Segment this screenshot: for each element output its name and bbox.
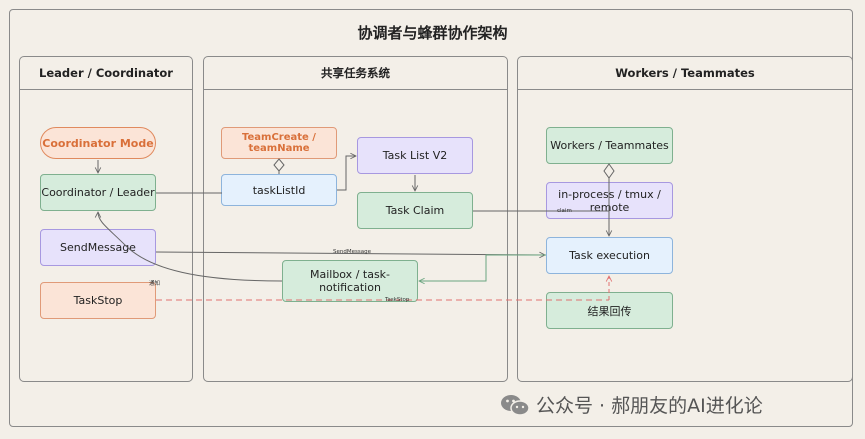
lane-shared-title: 共享任务系统 (204, 57, 507, 90)
lane-workers: Workers / Teammates (517, 56, 853, 382)
diagram-title: 协调者与蜂群协作架构 (357, 24, 508, 42)
node-task-list-v2[interactable]: Task List V2 (357, 137, 473, 174)
node-team-create[interactable]: TeamCreate / teamName (221, 127, 337, 159)
node-workers-teammates[interactable]: Workers / Teammates (546, 127, 673, 164)
lane-leader-title: Leader / Coordinator (20, 57, 192, 90)
node-coordinator-leader[interactable]: Coordinator / Leader (40, 174, 156, 211)
node-send-message[interactable]: SendMessage (40, 229, 156, 266)
edge-label-claim: claim (557, 208, 572, 214)
node-task-claim[interactable]: Task Claim (357, 192, 473, 229)
node-mailbox[interactable]: Mailbox / task-notification (282, 260, 418, 302)
edge-label-notify: 通知 (149, 281, 161, 287)
node-task-list-id[interactable]: taskListId (221, 174, 337, 206)
node-task-stop[interactable]: TaskStop (40, 282, 156, 319)
wechat-icon (501, 394, 530, 416)
edge-label-sendmessage: SendMessage (333, 249, 371, 255)
node-result-return[interactable]: 结果回传 (546, 292, 673, 329)
watermark-text: 公众号 · 郝朋友的AI进化论 (536, 395, 763, 417)
lane-workers-title: Workers / Teammates (518, 57, 852, 90)
node-task-execution[interactable]: Task execution (546, 237, 673, 274)
node-coordinator-mode[interactable]: Coordinator Mode (40, 127, 156, 159)
lane-leader: Leader / Coordinator (19, 56, 193, 382)
watermark: 公众号 · 郝朋友的AI进化论 (500, 391, 763, 418)
edge-label-taskstop: TaskStop (385, 297, 410, 303)
